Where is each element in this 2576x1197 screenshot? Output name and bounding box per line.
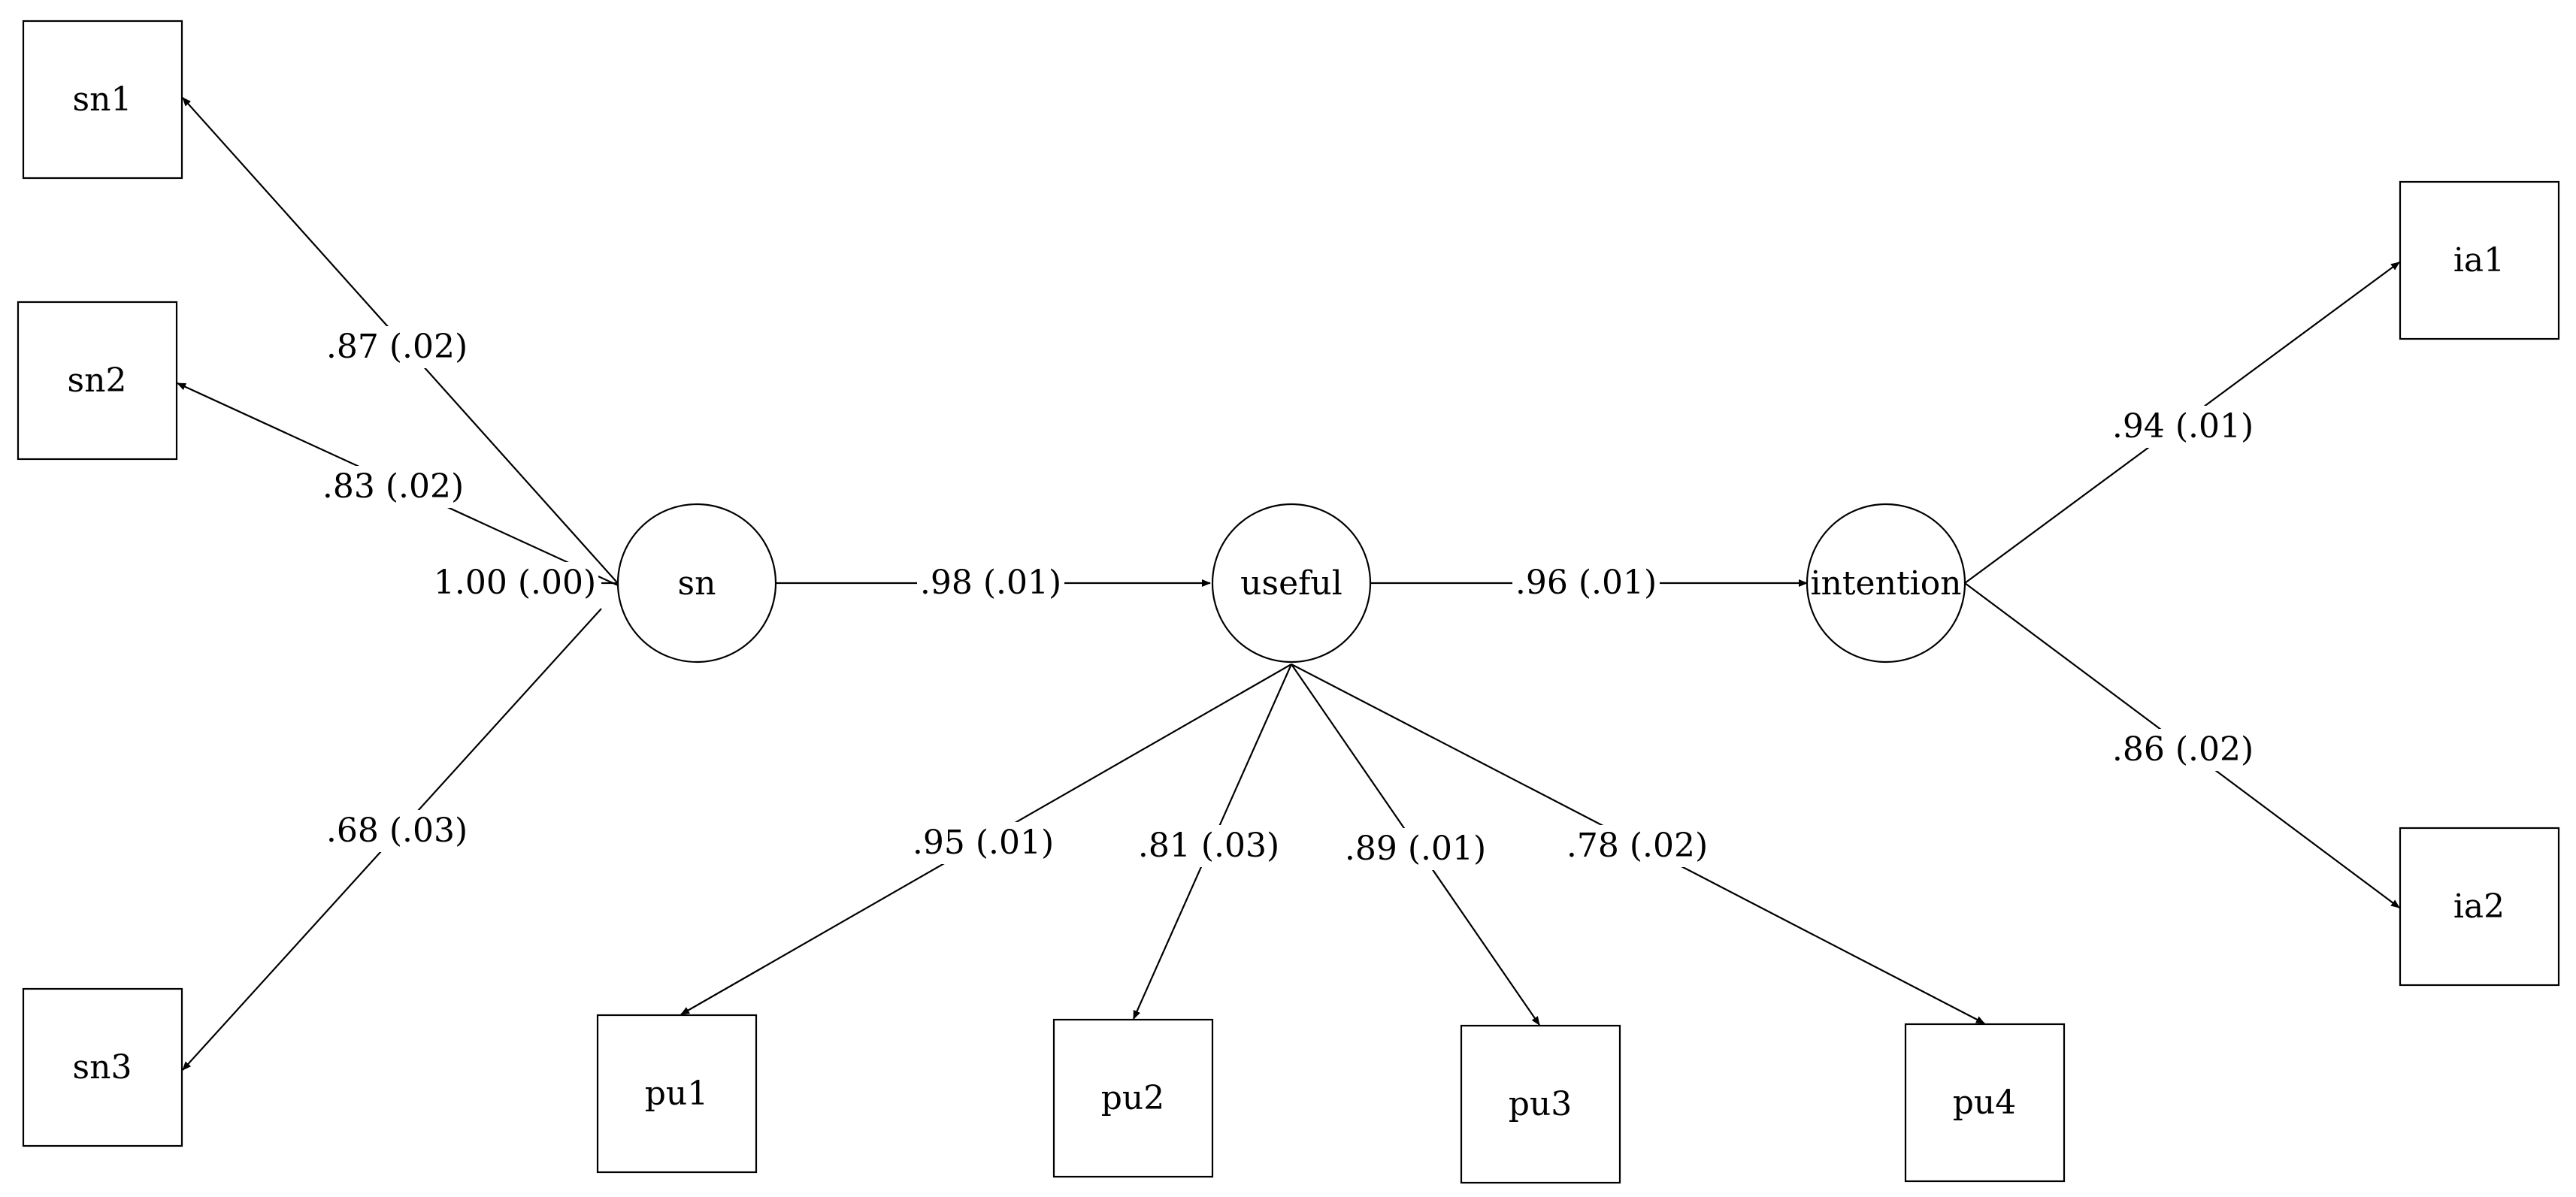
node-pu1: pu1 <box>596 1014 758 1174</box>
node-ia2: ia2 <box>2399 827 2560 987</box>
edge-label-sn-sn3: .68 (.03) <box>326 812 468 850</box>
edge-label-useful-pu1: .95 (.01) <box>913 824 1054 862</box>
node-useful: useful <box>1211 503 1372 663</box>
node-sn2: sn2 <box>17 301 178 461</box>
edge-label-sn-sn2: .83 (.02) <box>322 467 464 506</box>
edge-label-useful-pu3: .89 (.01) <box>1345 830 1486 868</box>
svg-text:sn3: sn3 <box>73 1048 132 1087</box>
edge-label-intention-ia2: .86 (.02) <box>2112 730 2254 769</box>
edge-label-intention-ia1: .94 (.01) <box>2112 407 2254 446</box>
svg-text:intention: intention <box>1810 564 1961 603</box>
svg-text:pu2: pu2 <box>1101 1079 1165 1117</box>
node-sn3: sn3 <box>22 987 183 1147</box>
edge-label-useful-pu2: .81 (.03) <box>1138 827 1279 865</box>
svg-text:pu3: pu3 <box>1509 1085 1573 1123</box>
node-ia1: ia1 <box>2399 180 2560 340</box>
svg-text:pu4: pu4 <box>1953 1084 2017 1122</box>
node-sn: sn <box>616 503 777 663</box>
svg-text:sn1: sn1 <box>73 80 132 119</box>
svg-text:sn: sn <box>678 564 716 603</box>
node-pu4: pu4 <box>1904 1023 2066 1183</box>
node-pu3: pu3 <box>1460 1024 1621 1184</box>
node-pu2: pu2 <box>1052 1018 1214 1178</box>
svg-text:useful: useful <box>1240 564 1342 603</box>
svg-text:sn2: sn2 <box>68 361 127 400</box>
edge-label-sn-useful: .98 (.01) <box>920 564 1061 602</box>
edge-label-useful-pu4: .78 (.02) <box>1566 827 1708 865</box>
node-intention: intention <box>1806 503 1966 663</box>
observed-nodes: sn1 sn2 sn3 pu1 pu2 pu3 pu4 ia1 <box>17 20 2560 1184</box>
node-sn1: sn1 <box>22 20 183 180</box>
edge-label-sn-sn1: .87 (.02) <box>326 328 468 366</box>
latent-nodes: sn useful intention <box>616 503 1966 663</box>
edge-label-sn-self: 1.00 (.00) <box>434 564 596 602</box>
svg-text:ia2: ia2 <box>2453 887 2505 926</box>
edge-label-useful-intention: .96 (.01) <box>1515 564 1657 602</box>
edge-labels: .87 (.02) .83 (.02) 1.00 (.00) .68 (.03)… <box>319 326 2257 870</box>
svg-text:pu1: pu1 <box>645 1075 709 1113</box>
svg-text:ia1: ia1 <box>2453 241 2505 280</box>
